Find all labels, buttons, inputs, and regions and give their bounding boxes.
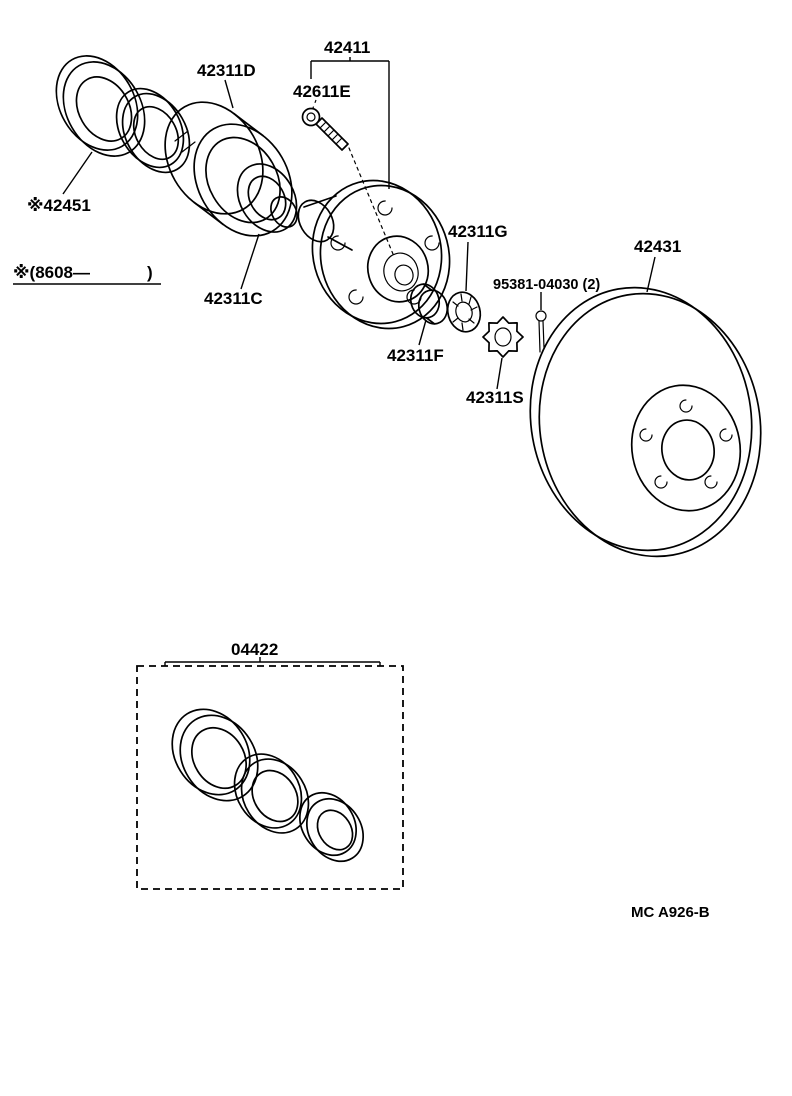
hub-bolt-drawing [301,107,394,255]
hub-flange-front [319,184,451,330]
part-label-95381-04030: 95381-04030 (2) [493,277,600,293]
part-label-42611e: 42611E [293,82,351,101]
applicability-range-close: ) [147,263,153,282]
disc-back-edge [529,286,753,552]
overhaul-kit-rings-drawing [171,708,364,863]
applicability-range-open: ※(8608— [13,263,90,282]
part-label-42311d: 42311D [197,61,256,80]
part-label-42311f: 42311F [387,346,444,365]
disc-bolt-holes [639,399,733,489]
leader-42311f [418,319,427,346]
hub-snout [297,199,335,243]
part-label-42411: 42411 [324,38,370,57]
lock-nut-drawing [409,283,449,325]
wheel-bearing-drawing [164,101,298,237]
hub-bore [383,252,419,292]
part-label-42311s: 42311S [466,388,524,407]
hub-boss [366,235,430,303]
disc-center-bore [661,419,715,481]
thrust-washer-drawing [446,291,482,333]
bolt-serration-detail [319,121,343,145]
leader-42311s [496,357,503,390]
part-label-42311c: 42311C [204,289,263,308]
part-label-42311g: 42311G [448,222,508,241]
bolt-assembly-axis [348,147,394,255]
washer-hatch-detail [452,293,478,331]
hub-flange-back [311,179,443,325]
part-label-42431: 42431 [634,237,681,256]
leader-42311d [224,79,234,109]
leader-42451 [62,151,93,195]
leader-lines [13,57,656,666]
leader-42431 [646,256,656,293]
part-label-42451: ※42451 [27,196,91,215]
overhaul-kit-box [136,665,404,890]
leader-42311c [240,233,260,290]
figure-code: MC A926-B [631,904,710,921]
leader-42311g [465,241,469,292]
leader-42611e [312,99,317,109]
leader-04422 [164,657,381,666]
part-label-04422: 04422 [231,640,278,659]
race-tab-detail [174,130,196,153]
lock-cap-drawing [482,316,524,358]
cotter-pin-drawing [535,310,547,353]
axle-hub-drawing [297,179,451,330]
brake-disc-drawing [529,286,762,558]
oil-seal-ring-drawing [55,55,191,174]
disc-hat [630,384,742,512]
leader-42411 [310,57,390,189]
disc-front-face [538,292,762,558]
